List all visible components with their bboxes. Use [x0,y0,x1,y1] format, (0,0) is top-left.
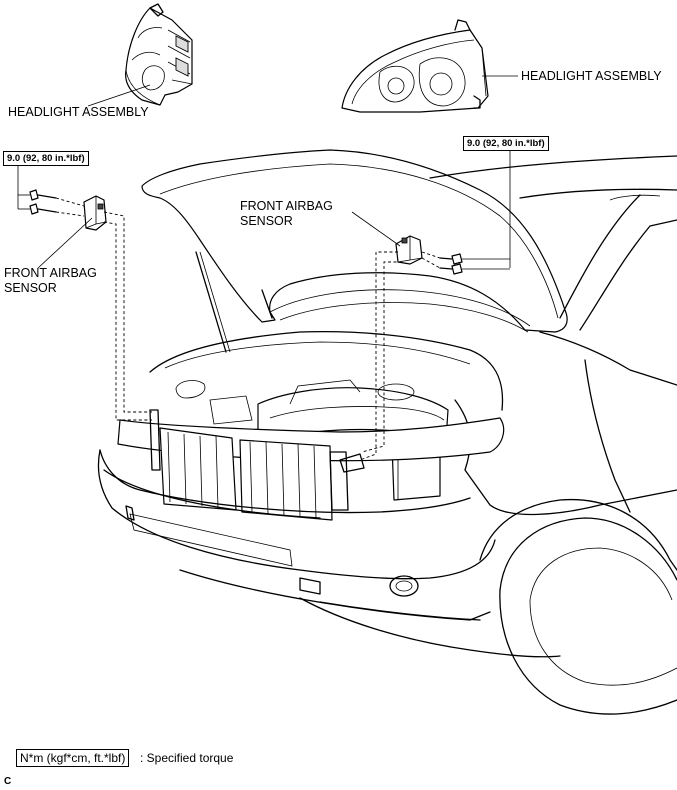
legend-description: : Specified torque [140,751,234,765]
leader-sensor-right [351,211,401,247]
headlight-left-label: HEADLIGHT ASSEMBLY [8,105,149,119]
headlight-right-label: HEADLIGHT ASSEMBLY [521,69,662,83]
front-airbag-sensor-left-label: FRONT AIRBAG SENSOR [4,266,97,296]
legend-unit-box: N*m (kgf*cm, ft.*lbf) [16,749,130,767]
sensor-left-label-line2: SENSOR [4,281,57,295]
sensor-left-drawing [83,195,107,231]
sensor-right-label-line2: SENSOR [240,214,293,228]
front-airbag-sensor-right-label: FRONT AIRBAG SENSOR [240,199,333,229]
torque-spec-right: 9.0 (92, 80 in.*lbf) [463,136,549,151]
bolts-right [439,253,463,275]
sensor-right-drawing [395,235,423,265]
bolts-left [29,189,57,215]
vehicle-body [97,149,677,715]
sensor-right-label-line1: FRONT AIRBAG [240,199,333,213]
headlight-left-drawing [125,3,193,106]
leader-sensor-left [37,217,93,269]
figure-code: C [4,776,12,787]
sensor-left-label-line1: FRONT AIRBAG [4,266,97,280]
headlight-right-drawing [341,19,489,113]
torque-spec-left: 9.0 (92, 80 in.*lbf) [3,151,89,166]
leader-headlight-left [87,84,151,107]
